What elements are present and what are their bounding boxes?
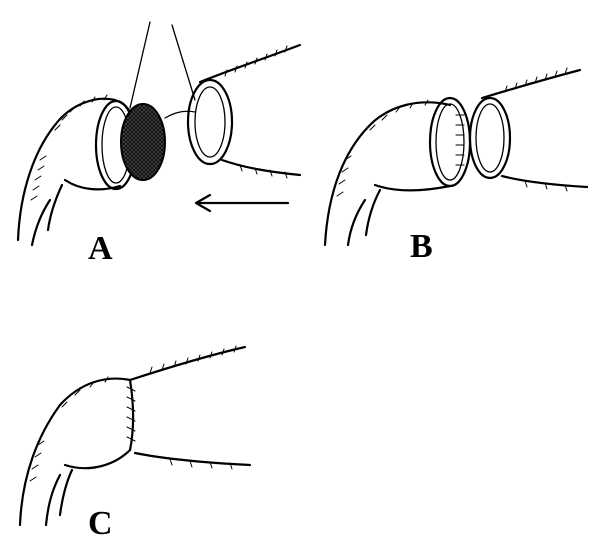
panel-a-drawing (0, 0, 300, 270)
direction-arrow-icon (196, 195, 288, 211)
panel-a: A (0, 0, 300, 270)
right-bowel-lower (222, 160, 300, 175)
panel-b: B (310, 40, 597, 270)
label-b: B (410, 230, 433, 264)
label-c: C (88, 507, 113, 541)
left-bowel-outline (18, 99, 132, 240)
right-stoma-rim-inner (195, 87, 225, 157)
suture-link (165, 111, 195, 118)
occluded-lumen (121, 104, 165, 180)
traction-thread-right (172, 25, 195, 100)
panel-c-drawing (0, 335, 300, 547)
panel-b-drawing (310, 40, 597, 270)
label-a: A (88, 232, 113, 266)
left-bowel-outline (20, 379, 130, 525)
panel-c: C (0, 335, 300, 547)
right-bowel-hatching (225, 46, 287, 178)
traction-thread-left (130, 22, 150, 108)
left-bowel-tail (32, 200, 50, 245)
